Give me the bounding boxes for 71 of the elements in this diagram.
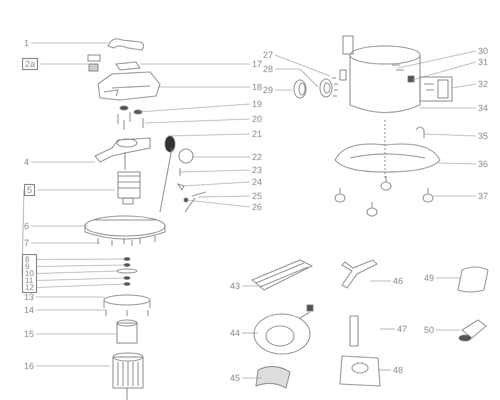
leader-line: [412, 62, 476, 80]
callout-number: 18: [252, 82, 262, 92]
callout-number: 9: [25, 263, 34, 270]
leader-line: [398, 50, 476, 68]
callout-number: 23: [252, 165, 262, 175]
callout-number: 31: [478, 57, 488, 67]
callout-number: 20: [252, 114, 262, 124]
callout-number: 29: [263, 85, 274, 95]
callout-number: 2a: [22, 58, 38, 70]
leader-line: [168, 134, 250, 136]
callout-number: 30: [478, 46, 488, 56]
leader-line: [438, 162, 476, 164]
callout-number: 13: [24, 292, 34, 302]
leader-line: [144, 118, 250, 124]
callout-number: 1: [24, 38, 30, 48]
leader-line: [36, 264, 124, 267]
leader-line: [30, 42, 108, 44]
callout-number: 16: [24, 361, 34, 371]
callout-number: 32: [478, 79, 488, 89]
callout-number: 37: [478, 191, 488, 201]
callout-number: 44: [230, 328, 240, 338]
leader-line: [36, 278, 124, 281]
leader-line: [424, 134, 476, 136]
callout-number: 5: [24, 184, 36, 196]
callout-number: 8: [25, 256, 34, 263]
leader-line: [242, 332, 258, 334]
callout-number: 48: [393, 365, 404, 375]
leader-line: [36, 296, 106, 298]
leader-line: [158, 86, 250, 88]
callout-number: 12: [25, 284, 34, 291]
callout-number: 35: [478, 131, 488, 141]
callout-number: 46: [393, 276, 404, 286]
callout-number: 45: [230, 373, 240, 383]
callout-number: 36: [478, 159, 488, 169]
leader-line: [36, 284, 124, 288]
callout-number: 25: [252, 191, 262, 201]
callout-number: 27: [263, 50, 274, 60]
callout-number: 24: [252, 177, 262, 187]
leader-line: [380, 328, 396, 330]
callout-group-frame: [22, 254, 37, 293]
leader-line: [274, 68, 318, 88]
callout-number: 47: [397, 324, 408, 334]
leader-line: [36, 258, 124, 260]
leader-line: [138, 104, 250, 112]
callout-number: 49: [424, 273, 434, 283]
callout-number: 22: [252, 152, 262, 162]
leader-line: [370, 280, 392, 282]
callout-number: 26: [252, 202, 262, 212]
callout-number: 19: [252, 99, 262, 109]
leader-line: [198, 196, 250, 198]
callout-number: 28: [263, 64, 274, 74]
callout-number: 43: [230, 281, 240, 291]
callout-number: 6: [24, 221, 30, 231]
leader-line: [180, 170, 250, 172]
leader-line: [186, 200, 250, 208]
leader-line: [36, 270, 118, 274]
callout-number: 15: [24, 329, 34, 339]
leader-line: [30, 242, 100, 244]
callout-number: 7: [24, 238, 30, 248]
leader-line: [182, 182, 250, 186]
leader-line: [452, 84, 476, 88]
callout-number: 17: [252, 59, 262, 69]
callout-number: 34: [478, 103, 488, 113]
callout-number: 4: [24, 157, 30, 167]
leader-line: [192, 156, 250, 158]
callout-number: 50: [424, 325, 434, 335]
callout-number: 14: [24, 305, 34, 315]
callout-number: 21: [252, 129, 262, 139]
leader-line: [274, 54, 330, 76]
callout-number: 10: [25, 270, 34, 277]
callout-number: 11: [25, 277, 34, 284]
